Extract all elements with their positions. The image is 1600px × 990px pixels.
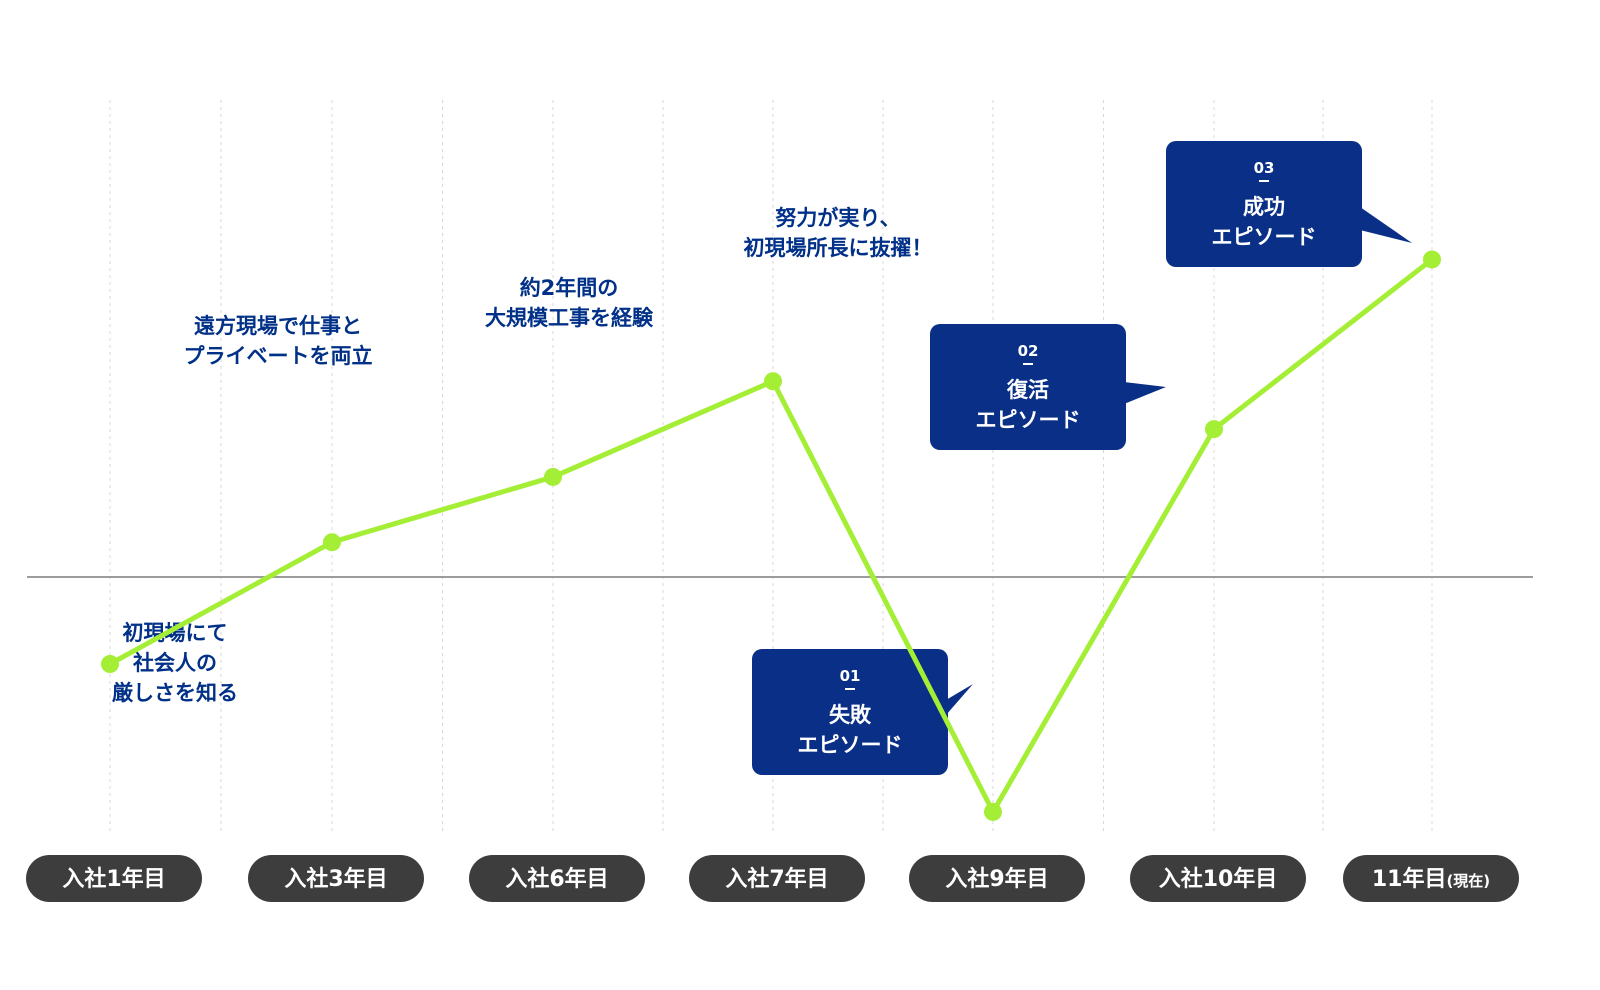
annotation-text: 遠方現場で仕事とプライベートを両立 bbox=[184, 314, 373, 368]
x-tick-label: 入社6年目 bbox=[505, 866, 608, 892]
annotation-text: 努力が実り、初現場所長に抜擢！ bbox=[744, 206, 933, 260]
x-tick-label: 入社7年目 bbox=[725, 866, 828, 892]
x-tick-pill-bg bbox=[689, 855, 865, 902]
annotation-line: 初現場にて bbox=[123, 621, 228, 645]
data-point bbox=[544, 467, 562, 486]
episode-number: 02 bbox=[1018, 342, 1039, 360]
bubble-tail bbox=[1124, 382, 1166, 404]
episode-bubble-02: 02 復活エピソード bbox=[930, 324, 1166, 450]
annotation-line: 遠方現場で仕事と bbox=[194, 314, 362, 338]
data-point bbox=[984, 802, 1002, 821]
annotation-text: 初現場にて社会人の厳しさを知る bbox=[112, 621, 238, 705]
bubble-tail bbox=[1360, 207, 1412, 243]
annotation-line: 社会人の bbox=[132, 651, 217, 675]
episode-bubble-03: 03 成功エピソード bbox=[1166, 141, 1412, 267]
annotation-text: 約2年間の大規模工事を経験 bbox=[485, 276, 654, 330]
x-tick-label: 11年目(現在) bbox=[1372, 866, 1490, 892]
bubble-box bbox=[752, 649, 948, 775]
x-tick-label-main: 入社10年目 bbox=[1159, 866, 1278, 892]
x-tick-pill: 11年目(現在) bbox=[1343, 855, 1519, 902]
x-tick-pill: 入社6年目 bbox=[469, 855, 645, 902]
annotations-layer: 初現場にて社会人の厳しさを知る 遠方現場で仕事とプライベートを両立 約2年間の大規模… bbox=[112, 206, 933, 705]
annotation-line: 約2年間の bbox=[520, 276, 619, 300]
x-tick-label: 入社3年目 bbox=[284, 866, 387, 892]
annotation-line: 初現場所長に抜擢！ bbox=[744, 236, 933, 260]
data-point bbox=[764, 372, 782, 391]
data-point bbox=[1205, 420, 1223, 439]
x-tick-label-main: 入社3年目 bbox=[284, 866, 387, 892]
x-tick-pill-bg bbox=[26, 855, 202, 902]
x-tick-pill-bg bbox=[909, 855, 1085, 902]
x-tick-label-main: 11年目 bbox=[1372, 866, 1447, 892]
episode-title: 復活エピソード bbox=[976, 378, 1081, 432]
episode-title-line: 復活 bbox=[1006, 378, 1049, 402]
bubble-tail bbox=[946, 684, 973, 715]
episode-number: 03 bbox=[1254, 159, 1275, 177]
x-tick-pill-bg bbox=[1343, 855, 1519, 902]
data-points-layer bbox=[101, 250, 1441, 821]
x-tick-label: 入社9年目 bbox=[945, 866, 1048, 892]
annotation-line: 厳しさを知る bbox=[112, 681, 238, 705]
x-axis-labels: 入社1年目 入社3年目 入社6年目 入社7年目 入社9年目 入社10年目 11年目(現在) bbox=[26, 855, 1519, 902]
episode-number: 01 bbox=[840, 667, 861, 685]
episode-title: 成功エピソード bbox=[1212, 195, 1317, 249]
bubble-box bbox=[1166, 141, 1362, 267]
x-tick-pill: 入社10年目 bbox=[1130, 855, 1306, 902]
bubble-box bbox=[930, 324, 1126, 450]
episode-title-line: 成功 bbox=[1243, 195, 1285, 219]
episode-title: 失敗エピソード bbox=[798, 703, 903, 757]
x-tick-label: 入社1年目 bbox=[62, 866, 165, 892]
episode-title-line: エピソード bbox=[976, 408, 1081, 432]
x-tick-pill: 入社9年目 bbox=[909, 855, 1085, 902]
annotation-line: プライベートを両立 bbox=[184, 344, 373, 368]
data-point bbox=[101, 655, 119, 673]
x-tick-label: 入社10年目 bbox=[1159, 866, 1278, 892]
episode-title-line: 失敗 bbox=[829, 703, 872, 727]
x-tick-pill-bg bbox=[248, 855, 424, 902]
episode-title-line: エピソード bbox=[1212, 225, 1317, 249]
x-tick-pill: 入社7年目 bbox=[689, 855, 865, 902]
x-tick-pill: 入社3年目 bbox=[248, 855, 424, 902]
annotation-line: 大規模工事を経験 bbox=[485, 306, 654, 330]
x-tick-label-suffix: (現在) bbox=[1446, 872, 1490, 890]
x-tick-pill-bg bbox=[1130, 855, 1306, 902]
data-point bbox=[1423, 250, 1441, 269]
episode-title-line: エピソード bbox=[798, 733, 903, 757]
x-tick-label-main: 入社6年目 bbox=[505, 866, 608, 892]
x-tick-label-main: 入社1年目 bbox=[62, 866, 165, 892]
x-tick-pill: 入社1年目 bbox=[26, 855, 202, 902]
data-point bbox=[323, 533, 341, 552]
annotation-line: 努力が実り、 bbox=[775, 206, 900, 230]
x-tick-pill-bg bbox=[469, 855, 645, 902]
x-tick-label-main: 入社9年目 bbox=[945, 866, 1048, 892]
x-tick-label-main: 入社7年目 bbox=[725, 866, 828, 892]
episode-bubble-01: 01 失敗エピソード bbox=[752, 649, 973, 775]
